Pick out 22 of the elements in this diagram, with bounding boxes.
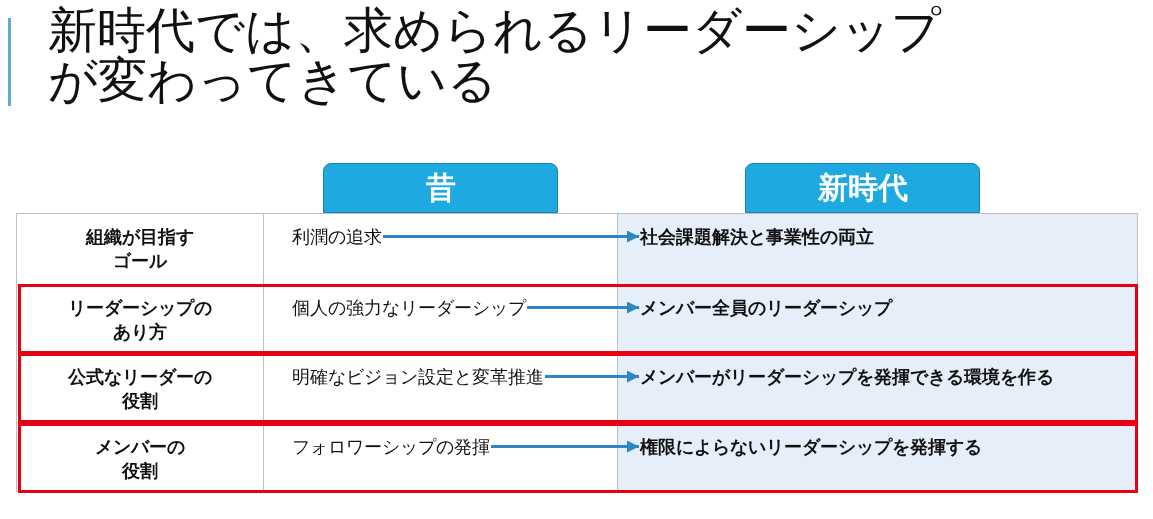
column-header: 新時代 xyxy=(817,170,908,206)
highlight-frame xyxy=(18,423,1138,493)
new-era-item: 社会課題解決と事業性の両立 xyxy=(640,225,875,249)
past-item: 明確なビジョン設定と変革推進 xyxy=(292,365,545,389)
arrow xyxy=(383,230,639,243)
highlight-frame xyxy=(18,353,1138,423)
column-header: 昔 xyxy=(425,170,456,206)
row-label: 組織が目指すゴール xyxy=(84,225,195,273)
past-item: フォロワーシップの発揮 xyxy=(292,435,491,459)
slide-title: 新時代では、求められるリーダーシップが変わってきている xyxy=(48,6,943,106)
arrow xyxy=(527,301,639,314)
new-era-item: メンバーがリーダーシップを発揮できる環境を作る xyxy=(640,365,1055,389)
arrow xyxy=(545,370,639,383)
new-era-item: 権限によらないリーダーシップを発揮する xyxy=(640,435,983,459)
past-item: 利潤の追求 xyxy=(292,225,383,249)
row-label: 公式なリーダーの役割 xyxy=(66,365,213,413)
row-label: リーダーシップのあり方 xyxy=(66,296,213,344)
highlight-frame xyxy=(18,284,1138,354)
row-label: メンバーの役割 xyxy=(93,435,186,483)
past-item: 個人の強力なリーダーシップ xyxy=(292,296,528,320)
arrow xyxy=(491,440,639,453)
new-era-item: メンバー全員のリーダーシップ xyxy=(640,296,894,320)
